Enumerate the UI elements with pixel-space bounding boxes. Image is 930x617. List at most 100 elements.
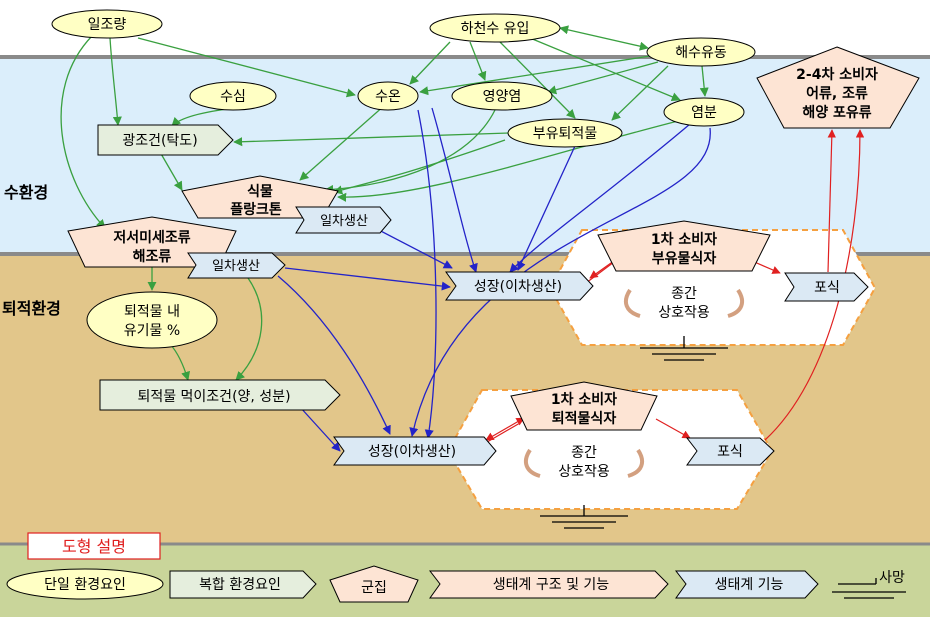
arrow-suspended-growth1: [517, 145, 576, 271]
arrow-sunlight-temp: [137, 37, 356, 98]
svg-text:해조류: 해조류: [133, 249, 172, 265]
arrow-growth2-depfeeder: [485, 417, 525, 441]
arrow-salinity-phyto: [337, 117, 691, 202]
svg-text:식물: 식물: [247, 184, 273, 200]
svg-text:1차 소비자: 1차 소비자: [651, 232, 717, 248]
svg-text:사망: 사망: [879, 570, 905, 586]
arrow-salinity-growth2: [409, 127, 711, 437]
svg-text:수심: 수심: [220, 89, 246, 105]
arrow-sunlight-light: [109, 37, 122, 126]
arrow-temp-growth2: [417, 109, 437, 439]
group-higher-consumers[interactable]: 2-4차 소비자 어류, 조류 해양 포유류: [756, 46, 920, 129]
factor-sediment-organic[interactable]: 퇴적물 내 유기물 %: [86, 291, 218, 349]
legend-community: 군집: [329, 565, 419, 603]
svg-text:해양 포유류: 해양 포유류: [802, 105, 871, 121]
function-benthic-primary-production[interactable]: 일차생산: [187, 252, 286, 279]
function-predation-2[interactable]: 포식: [685, 437, 775, 466]
svg-text:생태계 구조 및 기능: 생태계 구조 및 기능: [493, 577, 610, 593]
arrow-nutrient-phyto: [324, 109, 496, 194]
arrow-salinity-growth1: [509, 123, 691, 273]
function-phyto-primary-production[interactable]: 일차생산: [295, 206, 392, 234]
legend-structure: 생태계 구조 및 기능: [428, 570, 669, 599]
legend-function: 생태계 기능: [674, 570, 819, 599]
factor-water-temp[interactable]: 수온: [357, 81, 419, 111]
ground-icon: [832, 578, 906, 599]
interaction-lower: 종간 상호작용: [523, 445, 645, 480]
factor-depth[interactable]: 수심: [189, 81, 277, 111]
svg-text:일차생산: 일차생산: [320, 214, 368, 229]
cycle-arrow-right-icon: [627, 448, 645, 478]
group-deposit-feeder[interactable]: 1차 소비자 퇴적물식자: [510, 381, 658, 431]
mortality-symbol-lower: [540, 505, 628, 529]
arrow-benthicprod-growth2: [277, 275, 391, 435]
cycle-arrow-right-icon: [727, 288, 745, 318]
arrow-river-salinity: [529, 37, 681, 102]
arrow-suspended-light: [233, 132, 511, 147]
factor-sunlight[interactable]: 일조량: [51, 9, 163, 39]
svg-text:2-4차 소비자: 2-4차 소비자: [796, 67, 878, 83]
arrow-depfeeder-predation: [655, 418, 691, 439]
svg-text:성장(이차생산): 성장(이차생산): [368, 444, 456, 460]
svg-text:퇴적물식자: 퇴적물식자: [552, 410, 617, 427]
svg-text:상호작용: 상호작용: [558, 464, 610, 480]
svg-text:단일 환경요인: 단일 환경요인: [44, 577, 126, 593]
factor-suspended-sediment[interactable]: 부유퇴적물: [507, 118, 623, 148]
svg-text:수온: 수온: [375, 89, 401, 105]
svg-text:플랑크톤: 플랑크톤: [230, 202, 282, 218]
mortality-symbol-upper: [640, 336, 728, 361]
arrow-current-salinity: [699, 65, 709, 97]
arrow-current-suspended: [611, 65, 669, 121]
arrow-benthicprod-growth1: [284, 267, 451, 291]
arrow-river-suspended: [499, 41, 576, 119]
svg-text:성장(이차생산): 성장(이차생산): [474, 279, 562, 295]
arrow-river-temp: [409, 41, 451, 85]
arrow-suspfeeder-predation: [751, 260, 781, 274]
svg-text:생태계 기능: 생태계 기능: [715, 577, 784, 593]
legend-mortality: 사망: [832, 570, 906, 599]
svg-text:염분: 염분: [691, 105, 717, 121]
svg-text:영양염: 영양염: [483, 89, 522, 105]
water-zone-label: 수환경: [4, 183, 48, 202]
function-predation-1[interactable]: 포식: [784, 272, 869, 302]
svg-text:하천수 유입: 하천수 유입: [461, 21, 530, 37]
cycle-arrow-left-icon: [623, 288, 641, 318]
group-suspension-feeder[interactable]: 1차 소비자 부유물식자: [597, 220, 771, 272]
factor-salinity[interactable]: 염분: [663, 97, 745, 127]
legend-title-box: 도형 설명: [27, 532, 161, 560]
factor-current[interactable]: 해수유동: [646, 37, 756, 67]
svg-text:저서미세조류: 저서미세조류: [113, 230, 190, 246]
arrow-light-phyto: [159, 151, 183, 191]
svg-text:퇴적물 내: 퇴적물 내: [124, 304, 180, 320]
arrow-current-temp: [419, 55, 651, 96]
function-growth-deposit[interactable]: 성장(이차생산): [333, 436, 497, 466]
svg-text:광조건(탁도): 광조건(탁도): [122, 133, 197, 149]
arrow-river-current: [559, 25, 649, 51]
svg-text:포식: 포식: [814, 280, 840, 296]
arrow-feeding-growth2: [299, 406, 341, 452]
svg-text:포식: 포식: [717, 444, 743, 460]
arrow-river-nutrient: [469, 41, 487, 81]
complex-light-condition[interactable]: 광조건(탁도): [97, 124, 234, 156]
arrow-predation1-consumers: [827, 129, 836, 273]
svg-text:일조량: 일조량: [88, 17, 127, 33]
factor-nutrients[interactable]: 영양염: [451, 81, 553, 111]
svg-text:퇴적물 먹이조건(양, 성분): 퇴적물 먹이조건(양, 성분): [137, 389, 290, 405]
svg-text:일차생산: 일차생산: [212, 259, 260, 274]
svg-text:종간: 종간: [571, 445, 597, 461]
arrow-growth1-suspfeeder-2: [585, 261, 615, 284]
factor-river-inflow[interactable]: 하천수 유입: [429, 13, 561, 43]
arrow-sunlight-benthic: [60, 35, 106, 229]
svg-text:유기물 %: 유기물 %: [124, 323, 180, 339]
arrow-temp-phyto: [299, 104, 386, 181]
svg-text:1차 소비자: 1차 소비자: [551, 392, 617, 408]
svg-text:복합 환경요인: 복합 환경요인: [199, 577, 281, 593]
svg-text:부유물식자: 부유물식자: [652, 251, 717, 267]
complex-feeding-condition[interactable]: 퇴적물 먹이조건(양, 성분): [99, 379, 341, 411]
svg-text:군집: 군집: [361, 580, 387, 596]
interaction-upper: 종간 상호작용: [623, 286, 745, 321]
cycle-arrow-left-icon: [523, 448, 541, 478]
sediment-zone-label: 퇴적환경: [2, 299, 61, 318]
function-growth-suspension[interactable]: 성장(이차생산): [445, 271, 594, 301]
